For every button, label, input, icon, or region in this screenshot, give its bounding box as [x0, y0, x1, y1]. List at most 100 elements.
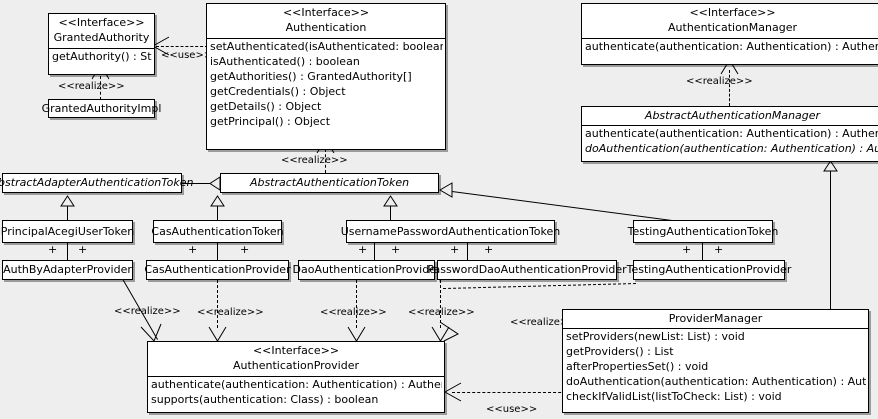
operation-authenticate-provider: authenticate(authentication: Authenticat…: [151, 378, 442, 391]
operation-doauthentication-abstract-manager: doAuthentication(authentication: Authent…: [585, 142, 878, 155]
class-name-dao-authentication-provider: DaoAuthenticationProvider: [292, 263, 441, 276]
operations-abstract-authentication-manager: authenticate(authentication: Authenticat…: [582, 126, 878, 156]
assoc-line-testing-token-provider: [702, 243, 703, 260]
assoc-line-principalacegi-authbyadapter: [67, 243, 68, 260]
generalize-arrowhead-abstractauthenticationtoken-testing: [439, 182, 453, 198]
use-arrowhead-authenticationprovider: [444, 382, 462, 402]
generalize-arrowhead-abstractauthenticationtoken-upat: [383, 195, 398, 207]
stereotype-interface-authentication: <<Interface>>: [282, 6, 370, 19]
class-name-abstract-authentication-token: AbstractAuthenticationToken: [249, 176, 410, 189]
class-name-username-password-authentication-token: UsernamePasswordAuthenticationToken: [340, 224, 561, 238]
assoc-plus-right-principalacegi: +: [78, 243, 88, 256]
realize-line-testing-provider: [443, 283, 636, 290]
class-abstract-authentication-token[interactable]: AbstractAuthenticationToken: [220, 173, 439, 193]
operations-authentication: setAuthenticated(isAuthenticated: boolea…: [207, 39, 445, 129]
class-username-password-authentication-token[interactable]: UsernamePasswordAuthenticationToken: [341, 220, 560, 243]
realize-label-grantedauthorityimpl: <<realize>>: [58, 81, 125, 92]
operation-getauthority: getAuthority() : String: [52, 50, 152, 63]
class-principal-acegi-user-token[interactable]: PrincipalAcegiUserToken: [1, 220, 134, 243]
operation-getauthorities: getAuthorities() : GrantedAuthority[]: [210, 70, 412, 83]
realize-line-dao-provider: [356, 280, 357, 328]
class-name-principal-acegi-user-token: PrincipalAcegiUserToken: [0, 224, 135, 238]
class-cas-authentication-token[interactable]: CasAuthenticationToken: [151, 220, 284, 243]
use-line-providermanager: [452, 392, 642, 393]
realize-label-cas-provider: <<realize>>: [197, 307, 264, 318]
operation-authenticate-abstract-manager: authenticate(authentication: Authenticat…: [585, 127, 878, 140]
realize-line-abstractauthenticationmanager: [729, 70, 730, 106]
class-header-authentication-manager: <<Interface>> AuthenticationManager: [582, 4, 878, 39]
operation-getprincipal: getPrincipal() : Object: [210, 115, 331, 128]
class-header-authentication-provider: <<Interface>> AuthenticationProvider: [148, 342, 444, 377]
class-name-auth-by-adapter-provider: AuthByAdapterProvider: [3, 263, 132, 276]
assoc-line-cas-token-provider: [217, 243, 218, 260]
operation-getdetails: getDetails() : Object: [210, 100, 322, 113]
stereotype-interface-authentication-manager: <<Interface>>: [689, 6, 776, 19]
operations-authentication-provider: authenticate(authentication: Authenticat…: [148, 377, 444, 407]
realize-line-cas-provider: [217, 280, 218, 328]
generalize-arrowhead-abstractauthenticationmanager: [823, 160, 838, 172]
operation-checkifvalidlist: checkIfValidList(listToCheck: List) : vo…: [566, 390, 782, 403]
assoc-line-upat-passworddao: [467, 243, 468, 260]
realize-label-dao-provider: <<realize>>: [320, 307, 387, 318]
operation-getproviders: getProviders() : List: [566, 345, 674, 358]
operation-setproviders: setProviders(newList: List) : void: [566, 330, 745, 343]
assoc-plus-right-testing: +: [714, 243, 724, 256]
operation-afterpropertiesset: afterPropertiesSet() : void: [566, 360, 709, 373]
class-name-abstract-adapter-authentication-token: AbstractAdapterAuthenticationToken: [0, 176, 194, 189]
class-header-authentication: <<Interface>> Authentication: [207, 4, 445, 39]
realize-label-passworddao-provider: <<realize>>: [408, 307, 475, 318]
stereotype-interface-authentication-provider: <<Interface>>: [252, 344, 340, 357]
operations-granted-authority: getAuthority() : String: [49, 49, 154, 64]
class-header-granted-authority: <<Interface>> GrantedAuthority: [49, 14, 154, 49]
class-provider-manager[interactable]: ProviderManager setProviders(newList: Li…: [562, 309, 869, 413]
generalize-line-abstractadapter: [181, 183, 211, 184]
class-name-granted-authority: GrantedAuthority: [53, 31, 150, 44]
generalize-line-providermanager: [830, 171, 831, 309]
operation-getcredentials: getCredentials() : Object: [210, 85, 346, 98]
operation-isauthenticated: isAuthenticated() : boolean: [210, 55, 360, 68]
class-dao-authentication-provider[interactable]: DaoAuthenticationProvider: [293, 260, 441, 280]
class-testing-authentication-provider[interactable]: TestingAuthenticationProvider: [627, 260, 791, 280]
realize-arrowhead-cas-provider: [208, 326, 227, 342]
generalize-line-casauthenticationtoken: [217, 206, 218, 220]
class-name-cas-authentication-provider: CasAuthenticationProvider: [144, 263, 291, 276]
class-name-authentication: Authentication: [285, 21, 367, 34]
use-label-authentication-grantedauthority: <<use>>: [161, 50, 213, 61]
generalize-line-usernamepasswordtoken: [390, 206, 391, 220]
class-authentication-provider[interactable]: <<Interface>> AuthenticationProvider aut…: [147, 341, 445, 413]
class-cas-authentication-provider[interactable]: CasAuthenticationProvider: [144, 260, 291, 280]
class-password-dao-authentication-provider[interactable]: PasswordDaoAuthenticationProvider: [427, 260, 627, 280]
class-header-abstract-authentication-manager: AbstractAuthenticationManager: [582, 107, 878, 126]
class-granted-authority-impl[interactable]: GrantedAuthorityImpl: [42, 99, 161, 118]
class-header-provider-manager: ProviderManager: [563, 310, 868, 329]
class-abstract-authentication-manager[interactable]: AbstractAuthenticationManager authentica…: [581, 106, 878, 162]
realize-arrowhead-testing-provider: [439, 321, 459, 342]
realize-arrowhead-authbyadapter: [140, 323, 162, 342]
assoc-plus-left-testing: +: [682, 243, 692, 256]
realize-arrowhead-dao-provider: [347, 326, 366, 342]
class-name-abstract-authentication-manager: AbstractAuthenticationManager: [644, 109, 821, 122]
assoc-plus-right-passworddao: +: [484, 243, 494, 256]
assoc-plus-left-cas: +: [188, 243, 198, 256]
assoc-plus-right-cas: +: [240, 243, 250, 256]
generalize-line-principalacegiusertoken: [67, 206, 68, 220]
assoc-line-upat-dao: [374, 243, 375, 260]
operations-provider-manager: setProviders(newList: List) : void getPr…: [563, 329, 868, 404]
class-name-testing-authentication-token: TestingAuthenticationToken: [627, 224, 779, 238]
class-authentication[interactable]: <<Interface>> Authentication setAuthenti…: [206, 3, 446, 150]
class-abstract-adapter-authentication-token[interactable]: AbstractAdapterAuthenticationToken: [0, 173, 193, 193]
operation-authenticate-manager: authenticate(authentication: Authenticat…: [585, 40, 878, 53]
operations-authentication-manager: authenticate(authentication: Authenticat…: [582, 39, 878, 54]
class-name-testing-authentication-provider: TestingAuthenticationProvider: [626, 263, 792, 276]
realize-line-grantedauthorityimpl: [100, 76, 101, 100]
realize-label-abstractauthenticationmanager: <<realize>>: [686, 76, 753, 87]
class-auth-by-adapter-provider[interactable]: AuthByAdapterProvider: [2, 260, 133, 280]
class-testing-authentication-token[interactable]: TestingAuthenticationToken: [628, 220, 778, 243]
class-granted-authority[interactable]: <<Interface>> GrantedAuthority getAuthor…: [48, 13, 155, 75]
assoc-plus-right-dao: +: [391, 243, 401, 256]
generalize-arrowhead-abstractadapter: [60, 195, 75, 207]
class-authentication-manager[interactable]: <<Interface>> AuthenticationManager auth…: [581, 3, 878, 65]
class-name-password-dao-authentication-provider: PasswordDaoAuthenticationProvider: [427, 263, 627, 276]
use-line-authentication-grantedauthority: [156, 46, 208, 47]
